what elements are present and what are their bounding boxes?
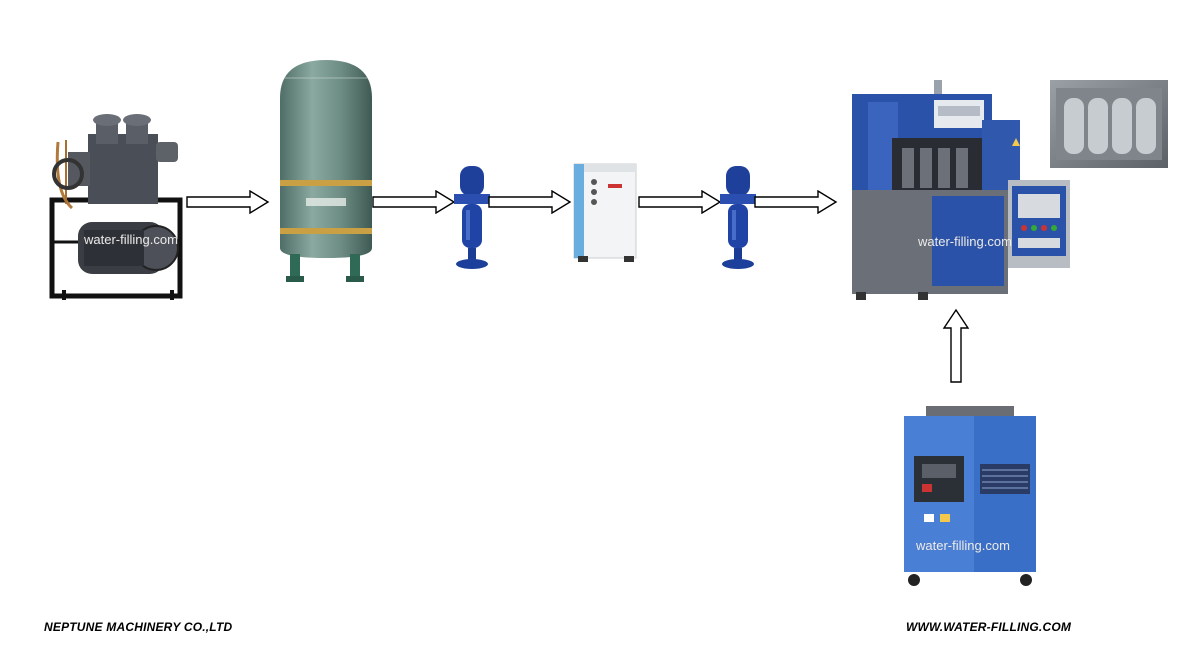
blow-molding-machine-icon (852, 80, 1070, 300)
bottle-mold (1050, 80, 1168, 168)
air-compressor-icon (49, 114, 183, 300)
air-filter-1 (452, 164, 492, 270)
company-name: NEPTUNE MACHINERY CO.,LTD (44, 620, 233, 634)
air-dryer-icon (573, 163, 637, 262)
air-tank (276, 58, 376, 286)
watermark-text: water-filling.com (918, 234, 1012, 249)
up-arrow-icon (942, 308, 970, 383)
air-filter-icon (454, 166, 490, 269)
watermark-text: water-filling.com (84, 232, 178, 247)
blow-molding-machine: water-filling.com (848, 76, 1074, 302)
bottle-mold-icon (1050, 80, 1168, 168)
website-link[interactable]: WWW.WATER-FILLING.COM (906, 620, 1072, 634)
air-filter-icon (720, 166, 756, 269)
flow-arrow-5 (754, 190, 838, 214)
right-arrow-icon (754, 190, 838, 214)
air-compressor: water-filling.com (48, 112, 188, 300)
right-arrow-icon (186, 190, 270, 214)
water-chiller: water-filling.com (900, 404, 1040, 590)
air-filter-2 (718, 164, 758, 270)
right-arrow-icon (638, 190, 722, 214)
air-dryer (570, 162, 638, 264)
flow-arrow-3 (488, 190, 572, 214)
flow-arrow-up (942, 308, 970, 384)
flow-arrow-1 (186, 190, 270, 214)
watermark-text: water-filling.com (916, 538, 1010, 553)
right-arrow-icon (488, 190, 572, 214)
flow-arrow-2 (372, 190, 456, 214)
flow-arrow-4 (638, 190, 722, 214)
air-storage-tank-icon (280, 60, 372, 282)
right-arrow-icon (372, 190, 456, 214)
water-chiller-icon (904, 406, 1036, 586)
